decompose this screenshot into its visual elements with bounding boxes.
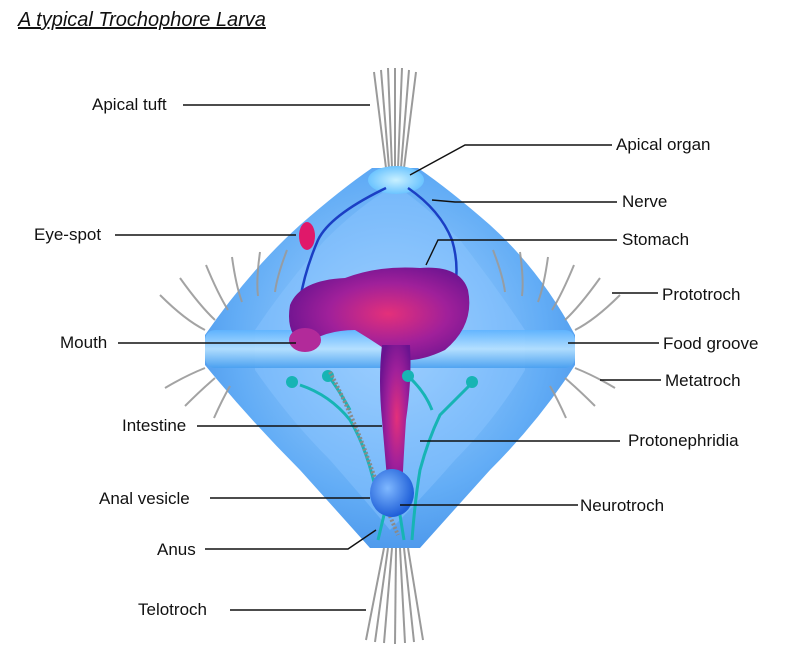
label-anal-vesicle: Anal vesicle: [99, 489, 190, 508]
intestine: [380, 345, 411, 490]
label-eye-spot: Eye-spot: [34, 225, 102, 244]
neurotroch-strip: [328, 371, 400, 536]
prototroch-cilia: [159, 249, 621, 331]
anal-vesicle: [370, 469, 414, 517]
apical-tuft-cilia: [373, 67, 417, 169]
anus-canal: [376, 514, 406, 541]
stomach: [289, 267, 470, 361]
leader-lines: [115, 104, 661, 611]
label-nerve: Nerve: [622, 192, 668, 211]
label-apical-tuft: Apical tuft: [92, 95, 167, 114]
diagram-title: A typical Trochophore Larva: [18, 9, 266, 31]
apical-organ: [368, 166, 424, 194]
label-neurotroch: Neurotroch: [580, 496, 665, 515]
label-telotroch: Telotroch: [138, 600, 207, 619]
label-anus: Anus: [157, 540, 196, 559]
mouth: [289, 328, 321, 352]
telotroch-cilia: [365, 547, 424, 645]
label-prototroch: Prototroch: [662, 285, 741, 304]
protonephridia-bulbs: [286, 370, 478, 388]
label-intestine: Intestine: [122, 416, 187, 435]
label-apical-organ: Apical organ: [616, 135, 711, 154]
label-protonephridia: Protonephridia: [628, 431, 739, 450]
metatroch-cilia: [164, 367, 616, 419]
label-food-groove: Food groove: [663, 334, 759, 353]
label-metatroch: Metatroch: [665, 371, 741, 390]
label-stomach: Stomach: [622, 230, 690, 249]
eye-spot: [299, 222, 315, 250]
label-mouth: Mouth: [60, 333, 108, 352]
